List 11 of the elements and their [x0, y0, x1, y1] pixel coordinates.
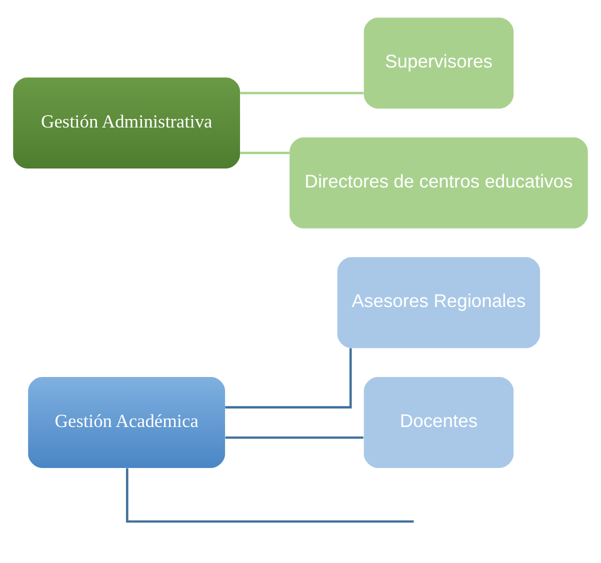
connector [225, 348, 352, 408]
node-box: Gestión Administrativa [13, 77, 240, 168]
node-box: Supervisores [364, 17, 514, 108]
node-box: Docentes [364, 376, 514, 468]
connector [126, 468, 414, 522]
node-box: Asesores Regionales [337, 256, 540, 348]
connector [240, 151, 290, 154]
connector [225, 436, 364, 438]
connector [240, 91, 364, 94]
node-box: Gestión Académica [28, 376, 226, 468]
node-box: Directores de centros educativos [290, 136, 588, 228]
